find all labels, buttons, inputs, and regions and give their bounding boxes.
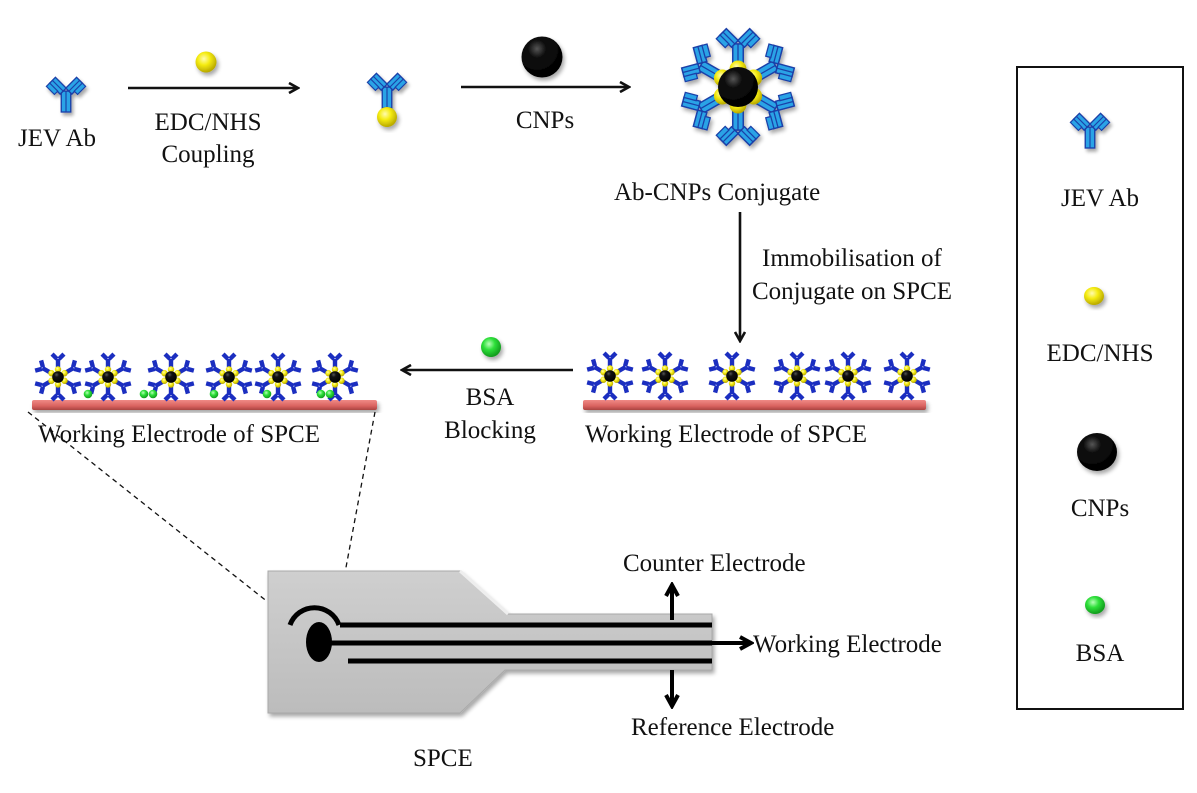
bsa-label: BSA xyxy=(465,384,515,411)
counter-electrode-label: Counter Electrode xyxy=(623,550,806,577)
spce-label: SPCE xyxy=(413,745,473,772)
working-electrode-label-left: Working Electrode of SPCE xyxy=(38,421,320,448)
counter-electrode-arc xyxy=(287,605,342,626)
bsa-bead-icon xyxy=(481,337,501,357)
coupling-label: Coupling xyxy=(161,141,255,168)
cnp-icon xyxy=(521,36,563,78)
legend-label-bsa: BSA xyxy=(1075,640,1125,667)
surface-conjugate xyxy=(823,351,873,400)
legend-label-cnps: CNPs xyxy=(1070,495,1130,522)
surface-conjugate xyxy=(33,352,83,401)
blocking-label: Blocking xyxy=(444,417,536,444)
surface-conjugate xyxy=(707,351,757,400)
legend-label-jev-ab: JEV Ab xyxy=(1060,185,1140,212)
bsa-blocking-beads xyxy=(83,389,335,399)
immobilised-conjugates xyxy=(585,351,932,400)
immobilisation-label-line2: Conjugate on SPCE xyxy=(752,278,953,305)
working-electrode-label-right: Working Electrode of SPCE xyxy=(585,421,867,448)
legend-cnp-icon xyxy=(1077,433,1117,471)
bsa-bead xyxy=(325,389,335,399)
ab-cnp-conjugate-icon xyxy=(675,27,801,147)
legend-label-edc-nhs: EDC/NHS xyxy=(1046,340,1154,367)
working-electrode-label: Working Electrode xyxy=(753,631,942,658)
bsa-bead xyxy=(262,389,272,399)
jev-antibody-icon xyxy=(45,76,87,113)
cnps-arrow-label: CNPs xyxy=(515,107,575,134)
zoom-guide-line-left xyxy=(27,411,313,638)
surface-conjugate xyxy=(882,351,932,400)
bsa-bead xyxy=(83,389,93,399)
working-electrode-bar-right xyxy=(583,400,926,410)
spce-fold-highlight xyxy=(458,569,510,616)
surface-conjugate xyxy=(640,351,690,400)
edc-nhs-label: EDC/NHS xyxy=(154,109,262,136)
legend-box xyxy=(1016,66,1184,710)
legend-edc-nhs-icon xyxy=(1084,287,1104,305)
reference-electrode-label: Reference Electrode xyxy=(631,714,835,741)
surface-conjugate xyxy=(772,351,822,400)
bsa-bead xyxy=(139,389,149,399)
legend-bsa-icon xyxy=(1085,596,1105,614)
blocked-conjugates xyxy=(33,352,360,401)
activated-edc-bead-icon xyxy=(377,107,397,127)
surface-conjugate xyxy=(253,352,303,401)
jev-ab-label: JEV Ab xyxy=(18,125,97,152)
bsa-bead xyxy=(148,389,158,399)
bsa-bead xyxy=(316,389,326,399)
edc-nhs-bead-icon xyxy=(195,51,217,73)
immobilisation-label-line1: Immobilisation of xyxy=(762,245,942,272)
conjugate-cnp-core xyxy=(718,67,758,107)
activated-antibody-icon xyxy=(366,72,408,109)
surface-conjugate xyxy=(585,351,635,400)
working-electrode-bar-left xyxy=(32,400,377,410)
bsa-bead xyxy=(209,389,219,399)
working-electrode-disc xyxy=(306,622,332,662)
conjugate-label: Ab-CNPs Conjugate xyxy=(614,179,821,206)
